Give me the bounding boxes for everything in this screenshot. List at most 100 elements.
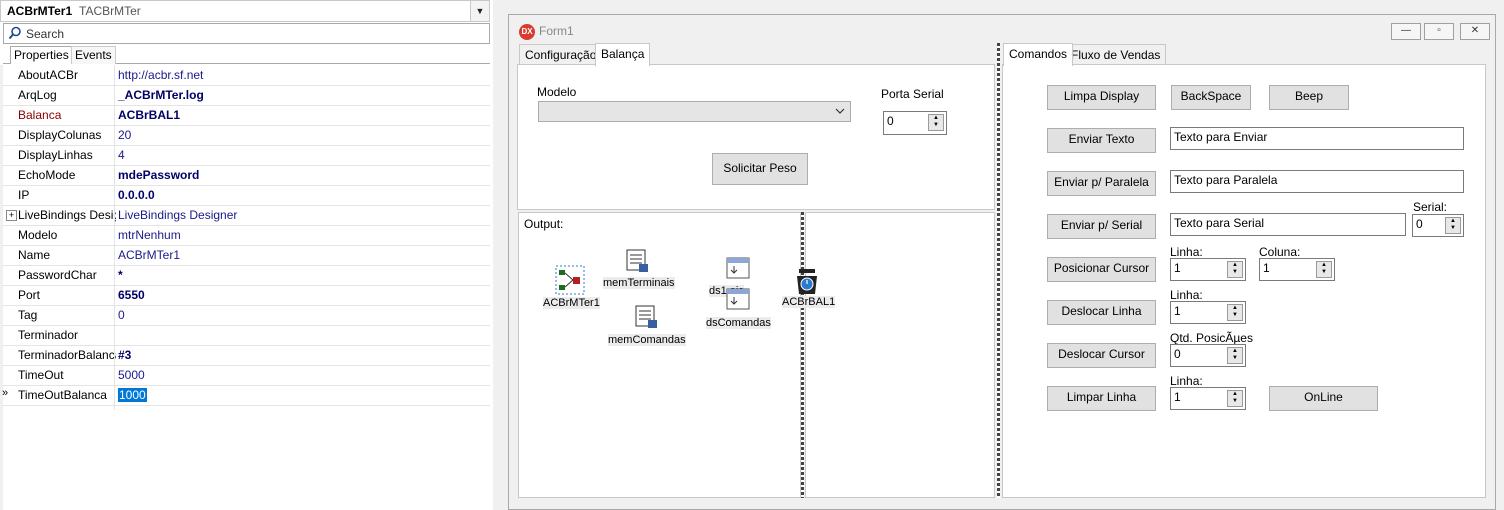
- dscomandas-component[interactable]: dsComandas: [706, 287, 771, 329]
- solicitar-peso-button[interactable]: Solicitar Peso: [712, 153, 808, 185]
- spin-arrows-icon[interactable]: ▲▼: [928, 114, 944, 131]
- dsterminais-component[interactable]: ds1 ais: [709, 256, 751, 297]
- scale-icon: [797, 269, 817, 294]
- coluna-label: Coluna:: [1259, 245, 1301, 259]
- porta-serial-spinner[interactable]: 0 ▲▼: [883, 111, 947, 135]
- property-search-input[interactable]: Search: [3, 23, 490, 44]
- tab-configuracao[interactable]: Configuração: [519, 44, 603, 66]
- tab-fluxo-de-vendas[interactable]: Fluxo de Vendas: [1065, 44, 1167, 66]
- property-name: IP: [18, 188, 30, 202]
- close-icon[interactable]: ✕: [1460, 23, 1490, 40]
- property-name: LiveBindings Designer: [18, 208, 116, 222]
- posicionar-cursor-button[interactable]: Posicionar Cursor: [1047, 257, 1156, 282]
- coluna-spinner[interactable]: 1 ▲▼: [1259, 258, 1335, 281]
- property-row[interactable]: Tag 0: [3, 305, 490, 326]
- component-selector[interactable]: ACBrMTer1 TACBrMTer ▼: [0, 0, 490, 22]
- property-value[interactable]: #3: [118, 348, 132, 362]
- enviar-serial-button[interactable]: Enviar p/ Serial: [1047, 214, 1156, 239]
- property-value-text[interactable]: 1000: [118, 388, 147, 402]
- acbrbal-component[interactable]: ACBrBAL1: [782, 268, 836, 308]
- property-value[interactable]: LiveBindings Designer: [118, 208, 238, 222]
- chevron-down-icon[interactable]: ▼: [470, 1, 489, 21]
- property-value[interactable]: 5000: [118, 368, 145, 382]
- chevron-down-icon: [835, 108, 845, 114]
- paralela-input[interactable]: Texto para Paralela: [1170, 170, 1464, 193]
- serial-number-spinner[interactable]: 0 ▲▼: [1412, 214, 1464, 237]
- backspace-button[interactable]: BackSpace: [1171, 85, 1251, 110]
- spin-arrows-icon[interactable]: ▲▼: [1227, 347, 1243, 364]
- online-button[interactable]: OnLine: [1269, 386, 1378, 411]
- memcomandas-component[interactable]: memComandas: [608, 304, 686, 346]
- modelo-combobox[interactable]: [538, 101, 851, 122]
- column-divider[interactable]: [114, 65, 115, 410]
- acbrmter-component[interactable]: ACBrMTer1: [543, 265, 600, 309]
- property-value[interactable]: *: [118, 268, 123, 282]
- qtd-posicoes-spinner[interactable]: 0 ▲▼: [1170, 344, 1246, 367]
- property-value[interactable]: http://acbr.sf.net: [118, 68, 204, 82]
- deslocar-linha-label: Linha:: [1170, 288, 1203, 302]
- serial-text-input[interactable]: Texto para Serial: [1170, 213, 1406, 236]
- deslocar-linha-spinner[interactable]: 1 ▲▼: [1170, 301, 1246, 324]
- splitter-line[interactable]: [997, 43, 1000, 498]
- tab-comandos[interactable]: Comandos: [1003, 43, 1074, 66]
- property-value[interactable]: 20: [118, 128, 132, 142]
- enviar-texto-button[interactable]: Enviar Texto: [1047, 128, 1156, 153]
- property-value[interactable]: 6550: [118, 288, 145, 302]
- property-row[interactable]: Terminador: [3, 325, 490, 346]
- beep-button[interactable]: Beep: [1269, 85, 1349, 110]
- property-row[interactable]: IP 0.0.0.0: [3, 185, 490, 206]
- minimize-icon[interactable]: —: [1391, 23, 1421, 40]
- limpar-linha-button[interactable]: Limpar Linha: [1047, 386, 1156, 411]
- property-value[interactable]: mtrNenhum: [118, 228, 181, 242]
- component-caption: ACBrBAL1: [782, 296, 836, 308]
- title-bar[interactable]: DX Form1 — ▫ ✕: [509, 15, 1495, 45]
- property-value[interactable]: mdePassword: [118, 168, 200, 182]
- enviar-paralela-button[interactable]: Enviar p/ Paralela: [1047, 171, 1156, 196]
- limpar-linha-spinner[interactable]: 1 ▲▼: [1170, 387, 1246, 410]
- memo-icon: [635, 305, 657, 328]
- tab-properties[interactable]: Properties: [10, 46, 73, 64]
- spin-arrows-icon[interactable]: ▲▼: [1227, 390, 1243, 407]
- window-title: Form1: [539, 24, 574, 38]
- spin-arrows-icon[interactable]: ▲▼: [1227, 304, 1243, 321]
- property-value[interactable]: ACBrBAL1: [118, 108, 181, 122]
- property-row[interactable]: ArqLog_ACBrMTer.log: [3, 85, 490, 106]
- memterminais-component[interactable]: memTerminais: [603, 248, 675, 289]
- limpa-display-button[interactable]: Limpa Display: [1047, 85, 1156, 110]
- tab-events[interactable]: Events: [71, 46, 116, 64]
- splitter-line[interactable]: [801, 212, 804, 498]
- qtd-posicoes-label: Qtd. PosicÃµes: [1170, 331, 1253, 345]
- expand-icon[interactable]: +: [6, 210, 17, 221]
- property-row[interactable]: PasswordChar*: [3, 265, 490, 286]
- property-name: Tag: [18, 308, 38, 322]
- spin-arrows-icon[interactable]: ▲▼: [1316, 261, 1332, 278]
- spin-arrows-icon[interactable]: ▲▼: [1227, 261, 1243, 278]
- deslocar-cursor-button[interactable]: Deslocar Cursor: [1047, 343, 1156, 368]
- property-value[interactable]: 0: [118, 308, 125, 322]
- property-row[interactable]: +LiveBindings DesignerLiveBindings Desig…: [3, 205, 490, 226]
- property-row[interactable]: Modelo mtrNenhum: [3, 225, 490, 246]
- property-row[interactable]: TerminadorBalanca#3: [3, 345, 490, 366]
- property-name: Modelo: [18, 228, 58, 242]
- linha-spinner[interactable]: 1 ▲▼: [1170, 258, 1246, 281]
- property-value[interactable]: ACBrMTer1: [118, 248, 181, 262]
- property-value-editor[interactable]: 1000: [118, 388, 147, 402]
- tab-balanca[interactable]: Balança: [595, 43, 651, 66]
- component-caption: ACBrMTer1: [543, 297, 600, 309]
- deslocar-linha-button[interactable]: Deslocar Linha: [1047, 300, 1156, 325]
- maximize-icon[interactable]: ▫: [1424, 23, 1454, 40]
- property-value[interactable]: _ACBrMTer.log: [118, 88, 204, 102]
- enviar-texto-input[interactable]: Texto para Enviar: [1170, 127, 1464, 150]
- property-value[interactable]: 4: [118, 148, 125, 162]
- spin-arrows-icon[interactable]: ▲▼: [1445, 217, 1461, 234]
- property-value[interactable]: 0.0.0.0: [118, 188, 155, 202]
